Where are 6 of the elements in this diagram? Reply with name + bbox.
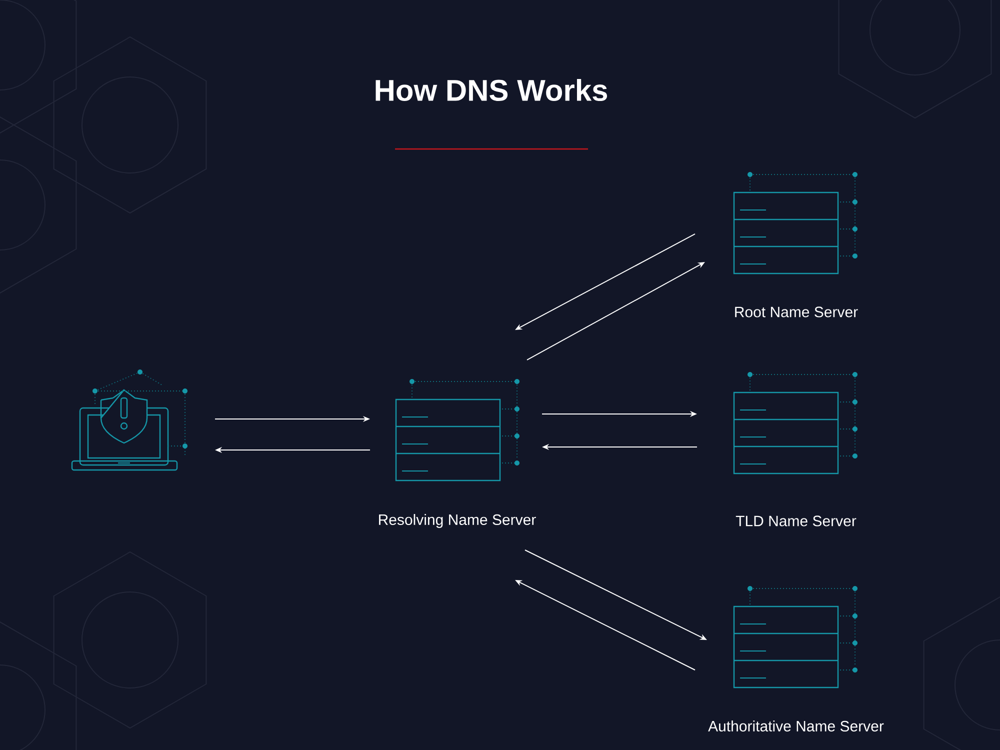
- server-label: Resolving Name Server: [379, 514, 536, 528]
- title: How DNS Works: [376, 78, 608, 102]
- server-label: Root Name Server: [735, 306, 858, 318]
- server-label: Authoritative Name Server: [708, 720, 884, 732]
- laptop-icon: [71, 370, 188, 471]
- server-label: TLD Name Server: [736, 516, 856, 526]
